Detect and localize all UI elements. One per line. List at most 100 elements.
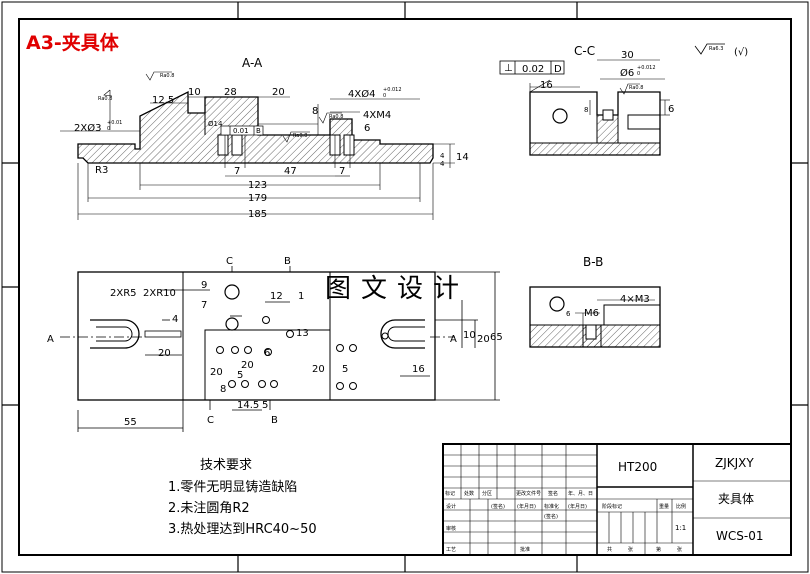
dim-aa-185: 185 [248,209,267,220]
dim-top-16: 16 [412,364,425,375]
tb-lbl-review: 审核 [446,525,456,532]
dim-aa-6: 6 [364,123,370,134]
dim-top-5c: 5 [342,364,348,375]
dim-top-20d: 20 [312,364,325,375]
roughness-note: Ra6.3 (√) [694,43,748,58]
ra-aa-3: Ra0.8 [329,114,343,120]
watermark: 图文设计 [325,274,469,304]
gdt-cc-value: 0.02 [522,64,544,75]
dim-aa-4xm4: 4XM4 [363,110,391,121]
tb-lbl-design: 设计 [446,503,456,510]
tb-lbl-date2: (年月日) [568,503,587,510]
tb-part-name: 夹具体 [718,492,754,506]
dim-aa-tol2-zero: 0 [107,126,110,132]
cut-c-top: C [226,256,233,267]
roughness-marks-aa [103,71,342,143]
dim-top-2xr5: 2XR5 [110,288,137,299]
tb-lbl-num: 第 [656,546,661,553]
dim-aa-12-5: 12.5 [152,95,174,106]
tb-lbl-scale: 比例 [676,503,686,510]
roughness-note-paren: (√) [734,47,748,58]
dim-top-20c: 20 [241,360,254,371]
ra-aa-2: Ra0.8 [293,133,307,139]
dim-top-7: 7 [201,300,207,311]
dim-cc-6: 6 [668,104,674,115]
dim-aa-4a: 4 [440,152,445,160]
tb-lbl-total: 共 [607,546,612,553]
dim-aa-4xphi4: 4XØ4 [348,88,375,100]
tech-req-item-2: 2.未注圆角R2 [168,501,250,516]
tb-lbl-standard: 标准化 [544,503,559,510]
section-bb-title: B-B [583,255,603,269]
tb-lbl-sheets2: 张 [677,546,682,553]
svg-text:⊥: ⊥ [504,63,513,74]
tech-requirements: 技术要求 1.零件无明显铸造缺陷 2.未注圆角R2 3.热处理达到HRC40~5… [168,458,317,537]
gdt-aa-datum: B [256,127,261,135]
tb-lbl-date1: (年月日) [517,503,536,510]
dim-bb-4xm3: 4×M3 [620,294,650,305]
section-cc-title: C-C [574,44,595,58]
dim-top-65: 65 [490,332,503,343]
tb-drawing-no: WCS-01 [716,529,763,543]
section-bb-view: B-B 4×M3 6 M6 [529,255,661,348]
gdt-aa: 0.01 B [220,125,264,136]
dim-top-12: 12 [270,291,283,302]
dim-aa-123: 123 [248,180,267,191]
ra-aa-4: Ra0.8 [98,96,112,102]
dim-aa-20: 20 [272,87,285,98]
tb-lbl-count: 处数 [464,490,474,497]
dim-aa-tol-plus: +0.012 [383,87,402,93]
dim-aa-2xphi3: 2XØ3 [74,122,101,134]
dim-bb-m6: M6 [584,308,599,319]
dim-aa-tol2-plus: +0.01 [107,120,122,126]
dim-aa-14: 14 [456,152,469,163]
tech-req-title: 技术要求 [200,458,252,473]
dim-top-20b: 20 [210,367,223,378]
title-block: 标记 处数 分区 更改文件号 签名 年、月、日 设计 (签名) (年月日) 标准… [442,443,792,556]
tb-lbl-weight: 重量 [659,503,669,510]
tb-lbl-zone: 分区 [482,490,492,497]
tb-lbl-changedoc: 更改文件号 [516,490,541,497]
top-view-outline [77,271,436,401]
dim-cc-30: 30 [621,50,634,61]
dim-top-13: 13 [296,328,309,339]
section-aa-title: A-A [242,56,263,70]
section-aa-view: A-A [60,56,469,220]
tb-material: HT200 [618,460,657,474]
dim-aa-28: 28 [224,87,237,98]
ra-cc: Ra0.8 [629,85,643,91]
dim-top-10: 10 [463,330,476,341]
tb-lbl-sig2: (签名) [544,513,558,520]
cut-b-bottom: B [271,415,278,426]
tb-lbl-sheets1: 张 [628,546,633,553]
cut-a-left: A [47,334,54,345]
tb-code: ZJKJXY [715,456,754,470]
dim-cc-8: 8 [584,106,588,114]
dim-top-2xr10: 2XR10 [143,288,176,299]
tb-lbl-sign: 签名 [548,490,558,497]
dim-aa-tol-zero: 0 [383,93,386,99]
dim-cc-phi6: Ø6 [620,67,634,79]
dim-aa-47: 47 [284,166,297,177]
dim-aa-7a: 7 [234,166,240,177]
dim-top-6: 6 [264,348,270,359]
dim-aa-4b: 4 [440,160,445,168]
dim-top-1: 1 [298,291,304,302]
gdt-aa-value: 0.01 [233,127,249,135]
ra-aa-1: Ra0.8 [160,73,174,79]
dim-top-20e: 20 [477,334,490,345]
dim-bb-6: 6 [566,310,571,318]
dim-top-5a: 5 [237,370,243,381]
cut-b-top: B [284,256,291,267]
dim-aa-r3: R3 [95,165,108,176]
dim-aa-8: 8 [312,106,318,117]
dim-top-8: 8 [220,384,226,395]
dim-top-4: 4 [172,314,178,325]
top-view: C B A A C B 2XR5 2XR10 9 7 12 1 4 13 20 … [47,256,503,432]
dim-top-9: 9 [201,280,207,291]
dim-top-5b: 5 [262,400,268,411]
dim-aa-phi14: Ø14 [208,120,223,128]
